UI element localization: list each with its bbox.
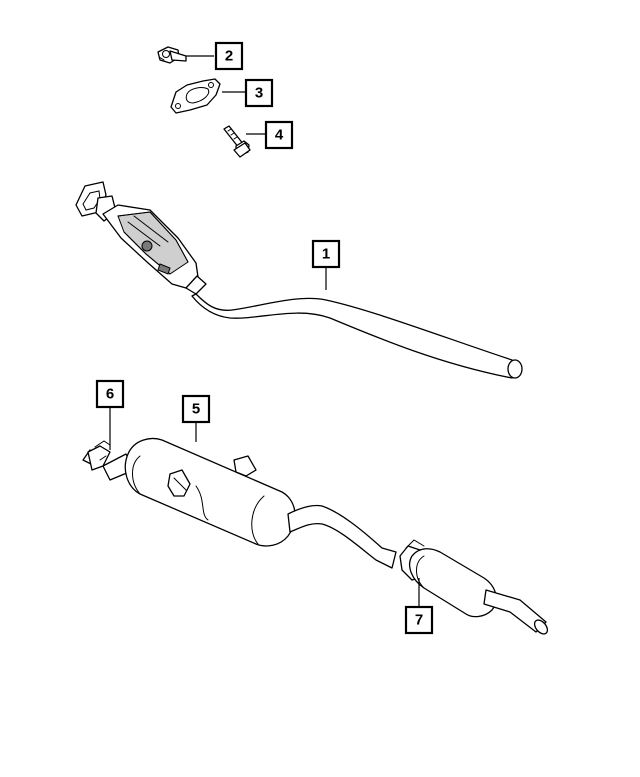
callout-1: 1	[311, 239, 341, 269]
callout-3-label: 3	[255, 85, 263, 102]
callout-1-label: 1	[322, 246, 330, 263]
callout-7-label: 7	[415, 612, 423, 629]
callout-5: 5	[181, 394, 211, 424]
callout-4-label: 4	[275, 127, 284, 144]
gasket-part-3[interactable]	[170, 78, 221, 114]
clamp-part-6[interactable]	[82, 440, 111, 471]
leader-lines	[109, 55, 420, 607]
callout-5-label: 5	[192, 401, 200, 418]
callout-4: 4	[264, 120, 294, 150]
muffler-part-5[interactable]	[102, 437, 397, 569]
callout-7: 7	[404, 605, 434, 635]
bolt-part-4[interactable]	[223, 125, 251, 158]
resonator-tailpipe[interactable]	[409, 548, 550, 637]
callout-6: 6	[95, 379, 125, 409]
callout-3: 3	[244, 78, 274, 108]
callout-2-label: 2	[225, 48, 233, 65]
catalytic-converter-pipe-part-1[interactable]	[75, 181, 523, 379]
nut-part-2[interactable]	[157, 46, 187, 64]
callout-2: 2	[214, 41, 244, 71]
callout-6-label: 6	[106, 386, 114, 403]
